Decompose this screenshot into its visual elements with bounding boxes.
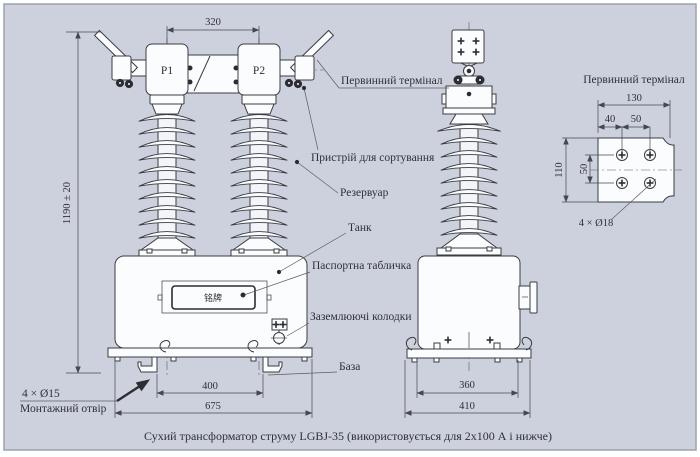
side-view — [405, 22, 538, 372]
secondary-terminal-box — [518, 281, 538, 314]
nameplate-text: 铭牌 — [204, 292, 222, 303]
detail-title: Первинний термінал — [583, 74, 685, 86]
front-view: 铭牌 — [93, 29, 335, 375]
front-dimensions: 320 1190 ± 20 400 675 — [62, 17, 313, 418]
side-terminal-plate — [451, 29, 485, 64]
dim-410: 410 — [459, 401, 475, 412]
side-dimensions: 360 410 — [404, 360, 531, 418]
label-grounding: Заземлюючі колодки — [310, 311, 411, 323]
lifting-hook-right — [247, 340, 259, 353]
insulator-right — [230, 107, 288, 257]
label-mount-hole-name: Монтажний отвір — [20, 403, 107, 415]
insulator-left — [138, 107, 196, 257]
terminal-plate-detail: Первинний термінал 130 40 50 110 — [554, 74, 685, 229]
drawing-caption: Сухий трансформатор струму LGBJ-35 (вико… — [144, 429, 552, 443]
dim-110: 110 — [554, 162, 565, 177]
grounding-block — [271, 318, 288, 345]
dim-40: 40 — [605, 114, 616, 125]
p2-label: P2 — [253, 65, 265, 77]
sorting-bar — [182, 54, 243, 94]
callout-labels: Первинний термінал Пристрій для сортуван… — [20, 59, 449, 415]
label-tank: Танк — [348, 222, 372, 234]
terminal-arm-left — [93, 29, 147, 89]
head-assembly: P1 P2 — [93, 29, 335, 115]
side-head — [441, 29, 497, 125]
dim-360: 360 — [459, 380, 475, 391]
dim-50-vertical: 50 — [579, 164, 590, 175]
dim-675: 675 — [205, 401, 221, 412]
dim-50-horizontal: 50 — [631, 114, 642, 125]
label-nameplate: Паспортна табличка — [312, 260, 411, 272]
terminal-arm-right — [279, 29, 335, 89]
dim-1190: 1190 ± 20 — [62, 182, 73, 224]
label-base: База — [339, 361, 360, 373]
side-tank — [405, 255, 538, 363]
dim-400: 400 — [202, 381, 218, 392]
detail-holes-note: 4 × Ø18 — [579, 218, 614, 229]
label-sorting-device: Пристрій для сортування — [311, 152, 435, 164]
p1-label: P1 — [161, 65, 173, 77]
side-hook-right — [521, 337, 533, 351]
detail-dimensions: 130 40 50 110 50 4 × Ø18 — [554, 93, 671, 229]
mounting-feet — [137, 356, 283, 373]
label-mount-holes: 4 × Ø15 — [22, 388, 60, 400]
dim-320: 320 — [205, 17, 221, 28]
label-reservoir: Резервуар — [340, 187, 389, 199]
nameplate: 铭牌 — [157, 280, 272, 314]
side-hook-left — [405, 337, 417, 351]
lifting-hook-left — [159, 340, 171, 353]
mounting-hole-callout: 4 × Ø15 Монтажний отвір — [20, 379, 151, 415]
label-primary-terminal: Первинний термінал — [341, 75, 443, 87]
dim-130: 130 — [626, 93, 642, 104]
side-insulator — [436, 117, 502, 256]
